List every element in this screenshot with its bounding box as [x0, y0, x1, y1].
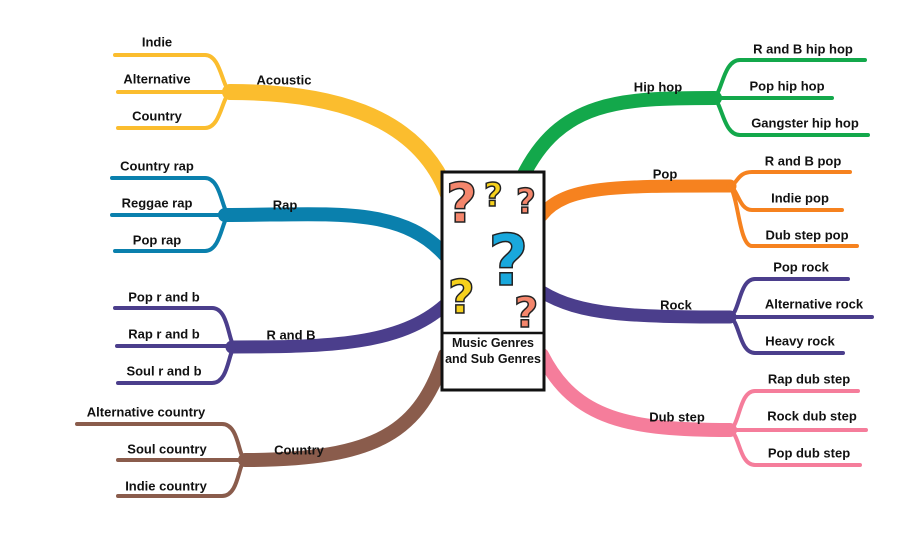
child-label: Pop rap — [132, 232, 182, 248]
branch-rock — [535, 277, 874, 355]
child-label: Rap r and b — [128, 326, 200, 342]
center-box — [440, 170, 546, 392]
branch-rnb — [113, 298, 452, 385]
child-label: Indie pop — [771, 190, 829, 206]
child-label: Country rap — [120, 158, 194, 174]
child-label: Alternative rock — [764, 296, 864, 312]
child-label: Rock dub step — [767, 408, 857, 424]
child-label: R and B hip hop — [753, 41, 853, 57]
branch-label-acoustic: Acoustic — [256, 72, 312, 88]
child-label: Country — [132, 108, 182, 124]
branch-rap — [110, 176, 452, 262]
child-label: Indie country — [125, 478, 207, 494]
branch-pop — [535, 170, 859, 248]
child-label: Pop hip hop — [749, 78, 825, 94]
branch-dubstep — [535, 348, 868, 467]
child-label: Reggae rap — [121, 195, 193, 211]
branch-label-dubstep: Dub step — [649, 409, 705, 425]
child-label: Alternative — [123, 71, 191, 87]
branch-country — [75, 348, 452, 498]
branch-acoustic — [113, 53, 458, 208]
child-label: Pop rock — [773, 259, 829, 275]
branch-label-pop: Pop — [652, 166, 678, 182]
child-label: Pop r and b — [128, 289, 200, 305]
branch-label-hiphop: Hip hop — [633, 79, 683, 95]
child-label: Indie — [141, 34, 173, 50]
branch-label-rnb: R and B — [266, 327, 316, 343]
child-label: Rap dub step — [767, 371, 851, 387]
child-label: Alternative country — [86, 404, 206, 420]
child-label: R and B pop — [764, 153, 842, 169]
child-label: Soul r and b — [126, 363, 202, 379]
child-label: Soul country — [127, 441, 207, 457]
child-label: Heavy rock — [765, 333, 835, 349]
child-label: Gangster hip hop — [751, 115, 859, 131]
child-label: Pop dub step — [767, 445, 851, 461]
branch-hiphop — [515, 58, 870, 185]
branch-label-rock: Rock — [660, 297, 692, 313]
branch-label-country: Country — [274, 442, 324, 458]
branch-label-rap: Rap — [272, 197, 298, 213]
center-title: Music Genres and Sub Genres — [445, 336, 541, 366]
child-label: Dub step pop — [765, 227, 849, 243]
